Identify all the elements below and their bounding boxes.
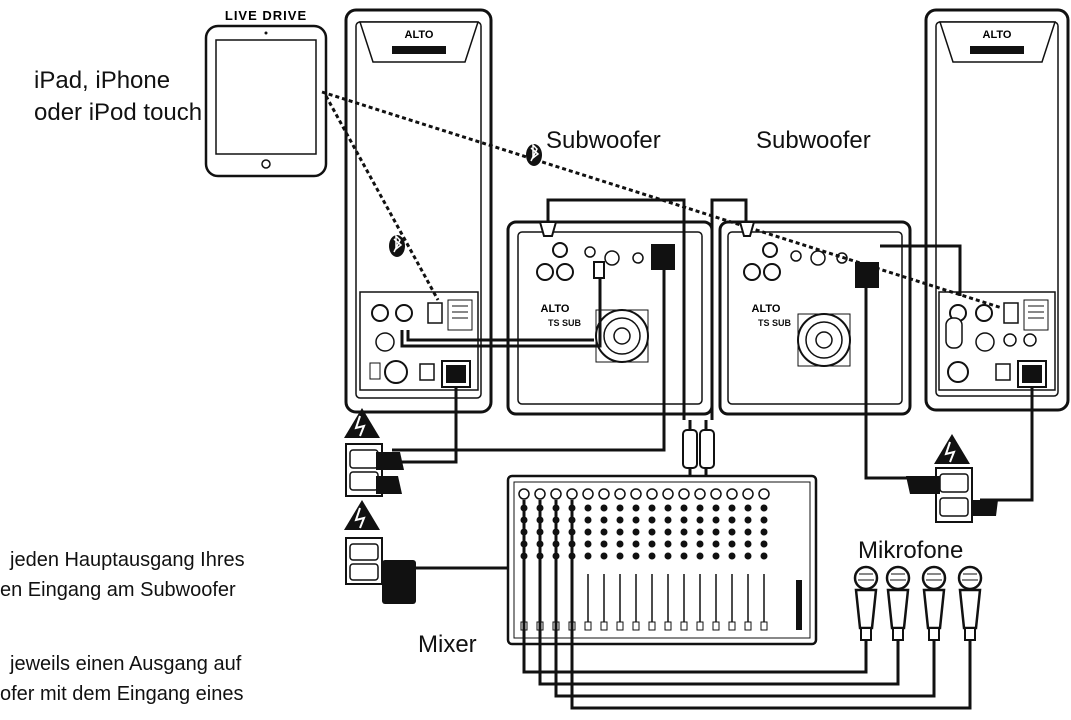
mixer-channel-strip — [742, 488, 754, 631]
microphone-icon — [921, 565, 947, 641]
microphones — [853, 565, 983, 641]
power-outlet-icon — [906, 434, 998, 523]
left-subwoofer: ALTO TS SUB — [506, 220, 714, 416]
side-text-2: en Eingang am Subwoofer — [0, 579, 236, 601]
right-speaker: ALTO — [924, 8, 1070, 412]
ipad-caption-1: iPad, iPhone — [34, 67, 170, 94]
microphones-label: Mikrofone — [858, 537, 963, 564]
ipad-caption-2: oder iPod touch — [34, 99, 202, 126]
right-speaker-brand: ALTO — [983, 29, 1012, 41]
mixer-icon — [506, 474, 818, 646]
mixer-channel-strip — [726, 488, 738, 631]
microphone-icon — [853, 565, 879, 641]
mixer-channel-strip — [662, 488, 674, 631]
mixer-channel-strip — [582, 488, 594, 631]
power-outlet-icon — [344, 500, 416, 604]
subwoofer-right-label: Subwoofer — [756, 127, 871, 154]
right-subwoofer: ALTO TS SUB — [718, 220, 912, 416]
tablet-icon: LIVE DRIVE — [204, 8, 328, 178]
mixer-channel-strip — [678, 488, 690, 631]
side-text-1: jeden Hauptausgang Ihres — [9, 549, 245, 571]
right-sub-brand: ALTO — [752, 303, 781, 315]
mixer-channel-strip — [758, 488, 770, 631]
left-speaker: ALTO — [344, 8, 493, 414]
left-speaker-brand: ALTO — [405, 29, 434, 41]
side-text-4: ofer mit dem Eingang eines — [0, 683, 243, 705]
mic-cables — [522, 500, 972, 710]
mixer-channel-strip — [646, 488, 658, 631]
mixer-channel-strip — [710, 488, 722, 631]
mixer-channel-strip — [614, 488, 626, 631]
ipad-header: LIVE DRIVE — [225, 8, 307, 23]
side-text-3: jeweils einen Ausgang auf — [9, 653, 242, 675]
subwoofer-left-label: Subwoofer — [546, 127, 661, 154]
mixer-channel-strip — [630, 488, 642, 631]
mixer-label: Mixer — [418, 631, 477, 658]
microphone-icon — [885, 565, 911, 641]
master-fader — [796, 580, 802, 630]
mixer-channel-strip — [598, 488, 610, 631]
cables — [392, 198, 1034, 570]
connectors — [538, 221, 879, 469]
left-sub-brand: ALTO — [541, 303, 570, 315]
bluetooth-icon — [526, 143, 542, 166]
bluetooth-links — [321, 90, 1003, 310]
mixer-channel-strip — [694, 488, 706, 631]
bluetooth-icon — [389, 234, 405, 257]
power-outlet-icon — [344, 408, 404, 497]
right-sub-model: TS SUB — [758, 318, 792, 328]
microphone-icon — [957, 565, 983, 641]
left-sub-model: TS SUB — [548, 318, 582, 328]
